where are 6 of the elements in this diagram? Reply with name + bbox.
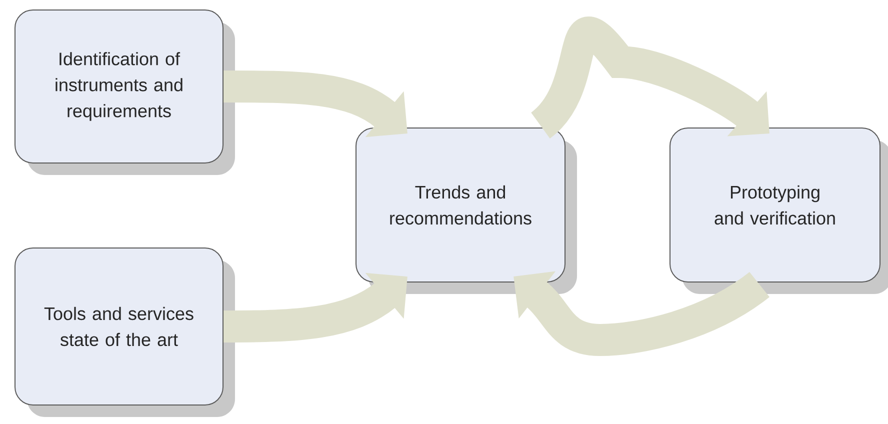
block-arrow	[530, 17, 770, 138]
block-arrow	[223, 272, 408, 342]
process-box: Identification of instruments and requirements	[14, 10, 235, 175]
process-box: Prototyping and verification	[670, 128, 888, 294]
process-box: Tools and services state of the art	[14, 248, 235, 417]
process-box: Trends and recommendations	[356, 128, 577, 294]
